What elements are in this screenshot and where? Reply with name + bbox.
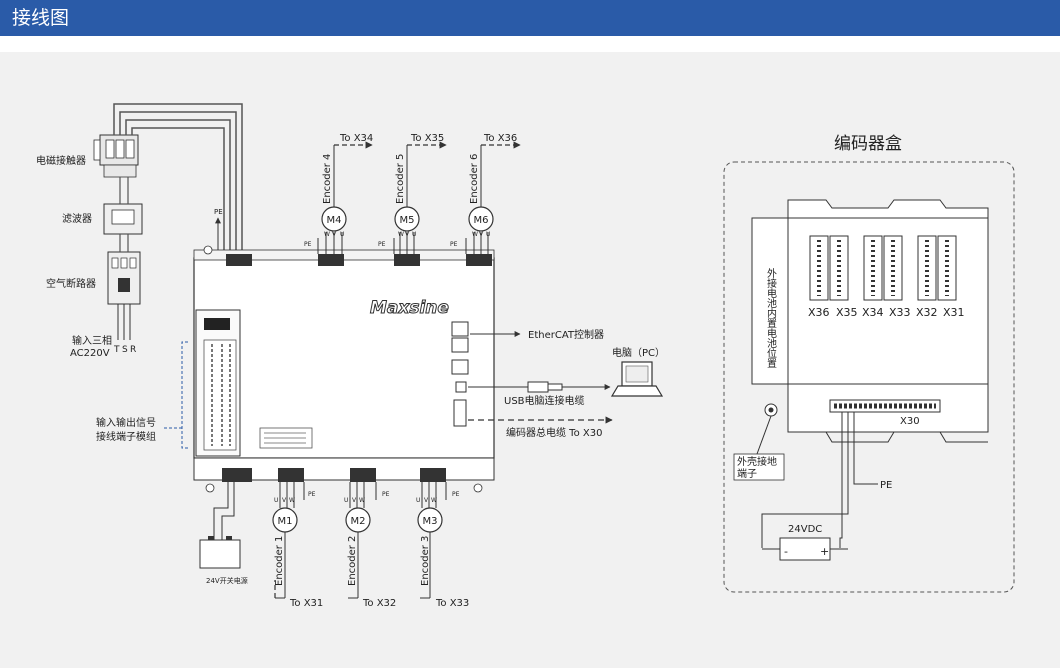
top-pe-1: PE <box>304 241 312 248</box>
input-three-phase-label: 输入三相 <box>72 334 112 347</box>
dc24-plus: + <box>820 545 829 558</box>
power-supply-label: 24V开关电源 <box>206 576 248 585</box>
diagram-area: 电磁接触器 滤波器 空气断路器 输入三相 AC220V T S R PE <box>0 52 1060 668</box>
port-x32: X32 <box>916 306 938 319</box>
top-w-2: W <box>398 231 404 238</box>
encoder-main-cable-label: 编码器总电缆 To X30 <box>506 426 602 439</box>
encoder-box-outline <box>723 161 1015 593</box>
pc-label: 电脑（PC） <box>612 346 665 359</box>
motor-m3-label: M3 <box>423 516 438 527</box>
phase-s-label: S <box>122 345 128 355</box>
header-bar: 接线图 <box>0 0 1060 36</box>
bottom-pe-1: PE <box>308 491 316 498</box>
to-x31-label: To X31 <box>289 598 323 609</box>
port-x36: X36 <box>808 306 830 319</box>
motor-m4-group: M4 PE W V U <box>304 141 373 254</box>
filter <box>103 203 143 235</box>
io-module-label-line2: 接线端子模组 <box>96 430 156 443</box>
motor-m3-group: M3 U V W PE <box>416 482 460 599</box>
to-x36-label: To X36 <box>483 133 517 144</box>
to-x35-label: To X35 <box>410 133 444 144</box>
phase-t-label: T <box>113 345 120 355</box>
filter-label: 滤波器 <box>62 212 92 225</box>
motor-m6-group: M6 PE W V U <box>450 141 521 254</box>
ethercat-label: EtherCAT控制器 <box>528 328 604 341</box>
wiring-diagram: 电磁接触器 滤波器 空气断路器 输入三相 AC220V T S R PE <box>36 103 1015 609</box>
top-pe-3: PE <box>450 241 458 248</box>
motor-m1-group: M1 U V W PE <box>272 482 316 599</box>
to-x33-label: To X33 <box>435 598 469 609</box>
port-x30: X30 <box>900 416 920 427</box>
dc24-minus: - <box>784 545 788 558</box>
breaker <box>107 251 141 305</box>
breaker-label: 空气断路器 <box>46 277 96 290</box>
to-x32-label: To X32 <box>362 598 396 609</box>
port-x31: X31 <box>943 306 965 319</box>
phase-r-label: R <box>130 345 136 355</box>
ground-label-line1: 外壳接地 <box>737 455 777 468</box>
bottom-u-2: U <box>344 497 348 504</box>
contactor-label: 电磁接触器 <box>36 154 86 167</box>
usb-plug <box>527 381 563 393</box>
bottom-v-1: V <box>282 497 287 504</box>
encoder-3-label: Encoder 3 <box>420 536 431 586</box>
bottom-pe-3: PE <box>452 491 460 498</box>
bottom-v-3: V <box>424 497 429 504</box>
servo-drive <box>193 245 495 493</box>
encoder-5-label: Encoder 5 <box>395 154 406 204</box>
motor-m2-label: M2 <box>351 516 366 527</box>
ground-label-line2: 端子 <box>737 467 757 480</box>
battery-position-label: 外接电池内置电池位置 <box>765 268 777 368</box>
power-supply-24v <box>199 536 241 569</box>
encoder-4-label: Encoder 4 <box>322 154 333 204</box>
port-x33: X33 <box>889 306 911 319</box>
bottom-pe-2: PE <box>382 491 390 498</box>
encoder-1-label: Encoder 1 <box>274 536 285 586</box>
ac220v-label: AC220V <box>70 348 110 359</box>
usb-cable-label: USB电脑连接电缆 <box>504 394 585 407</box>
bottom-v-2: V <box>352 497 357 504</box>
top-pe-2: PE <box>378 241 386 248</box>
top-u-2: U <box>412 231 416 238</box>
bottom-u-3: U <box>416 497 420 504</box>
contactor <box>93 134 139 178</box>
bottom-w-3: W <box>431 497 437 504</box>
motor-m6-label: M6 <box>474 215 489 226</box>
box-pe-label: PE <box>880 480 892 491</box>
page-title: 接线图 <box>12 7 70 29</box>
motor-m5-label: M5 <box>400 215 415 226</box>
encoder-box-device <box>751 199 989 443</box>
bottom-w-1: W <box>289 497 295 504</box>
bottom-w-2: W <box>359 497 365 504</box>
bottom-u-1: U <box>274 497 278 504</box>
motor-m4-label: M4 <box>327 215 342 226</box>
encoder-box-title: 编码器盒 <box>834 134 902 154</box>
io-module-label-line1: 输入输出信号 <box>96 416 156 429</box>
encoder-6-label: Encoder 6 <box>469 154 480 204</box>
top-u-3: U <box>486 231 490 238</box>
drive-pe-label: PE <box>214 208 223 216</box>
port-x35: X35 <box>836 306 858 319</box>
motor-m2-group: M2 U V W PE <box>344 482 390 599</box>
top-u-1: U <box>340 231 344 238</box>
brand-logo: Maxsine <box>370 298 449 318</box>
top-w-1: W <box>324 231 330 238</box>
top-w-3: W <box>472 231 478 238</box>
laptop-pc <box>610 361 664 397</box>
encoder-2-label: Encoder 2 <box>347 536 358 586</box>
motor-m1-label: M1 <box>278 516 293 527</box>
to-x34-label: To X34 <box>339 133 373 144</box>
motor-m5-group: M5 PE W V U <box>378 141 447 254</box>
top-v-3: V <box>479 231 484 238</box>
dc24-label: 24VDC <box>788 524 822 535</box>
top-v-1: V <box>332 231 337 238</box>
port-x34: X34 <box>862 306 884 319</box>
top-v-2: V <box>405 231 410 238</box>
